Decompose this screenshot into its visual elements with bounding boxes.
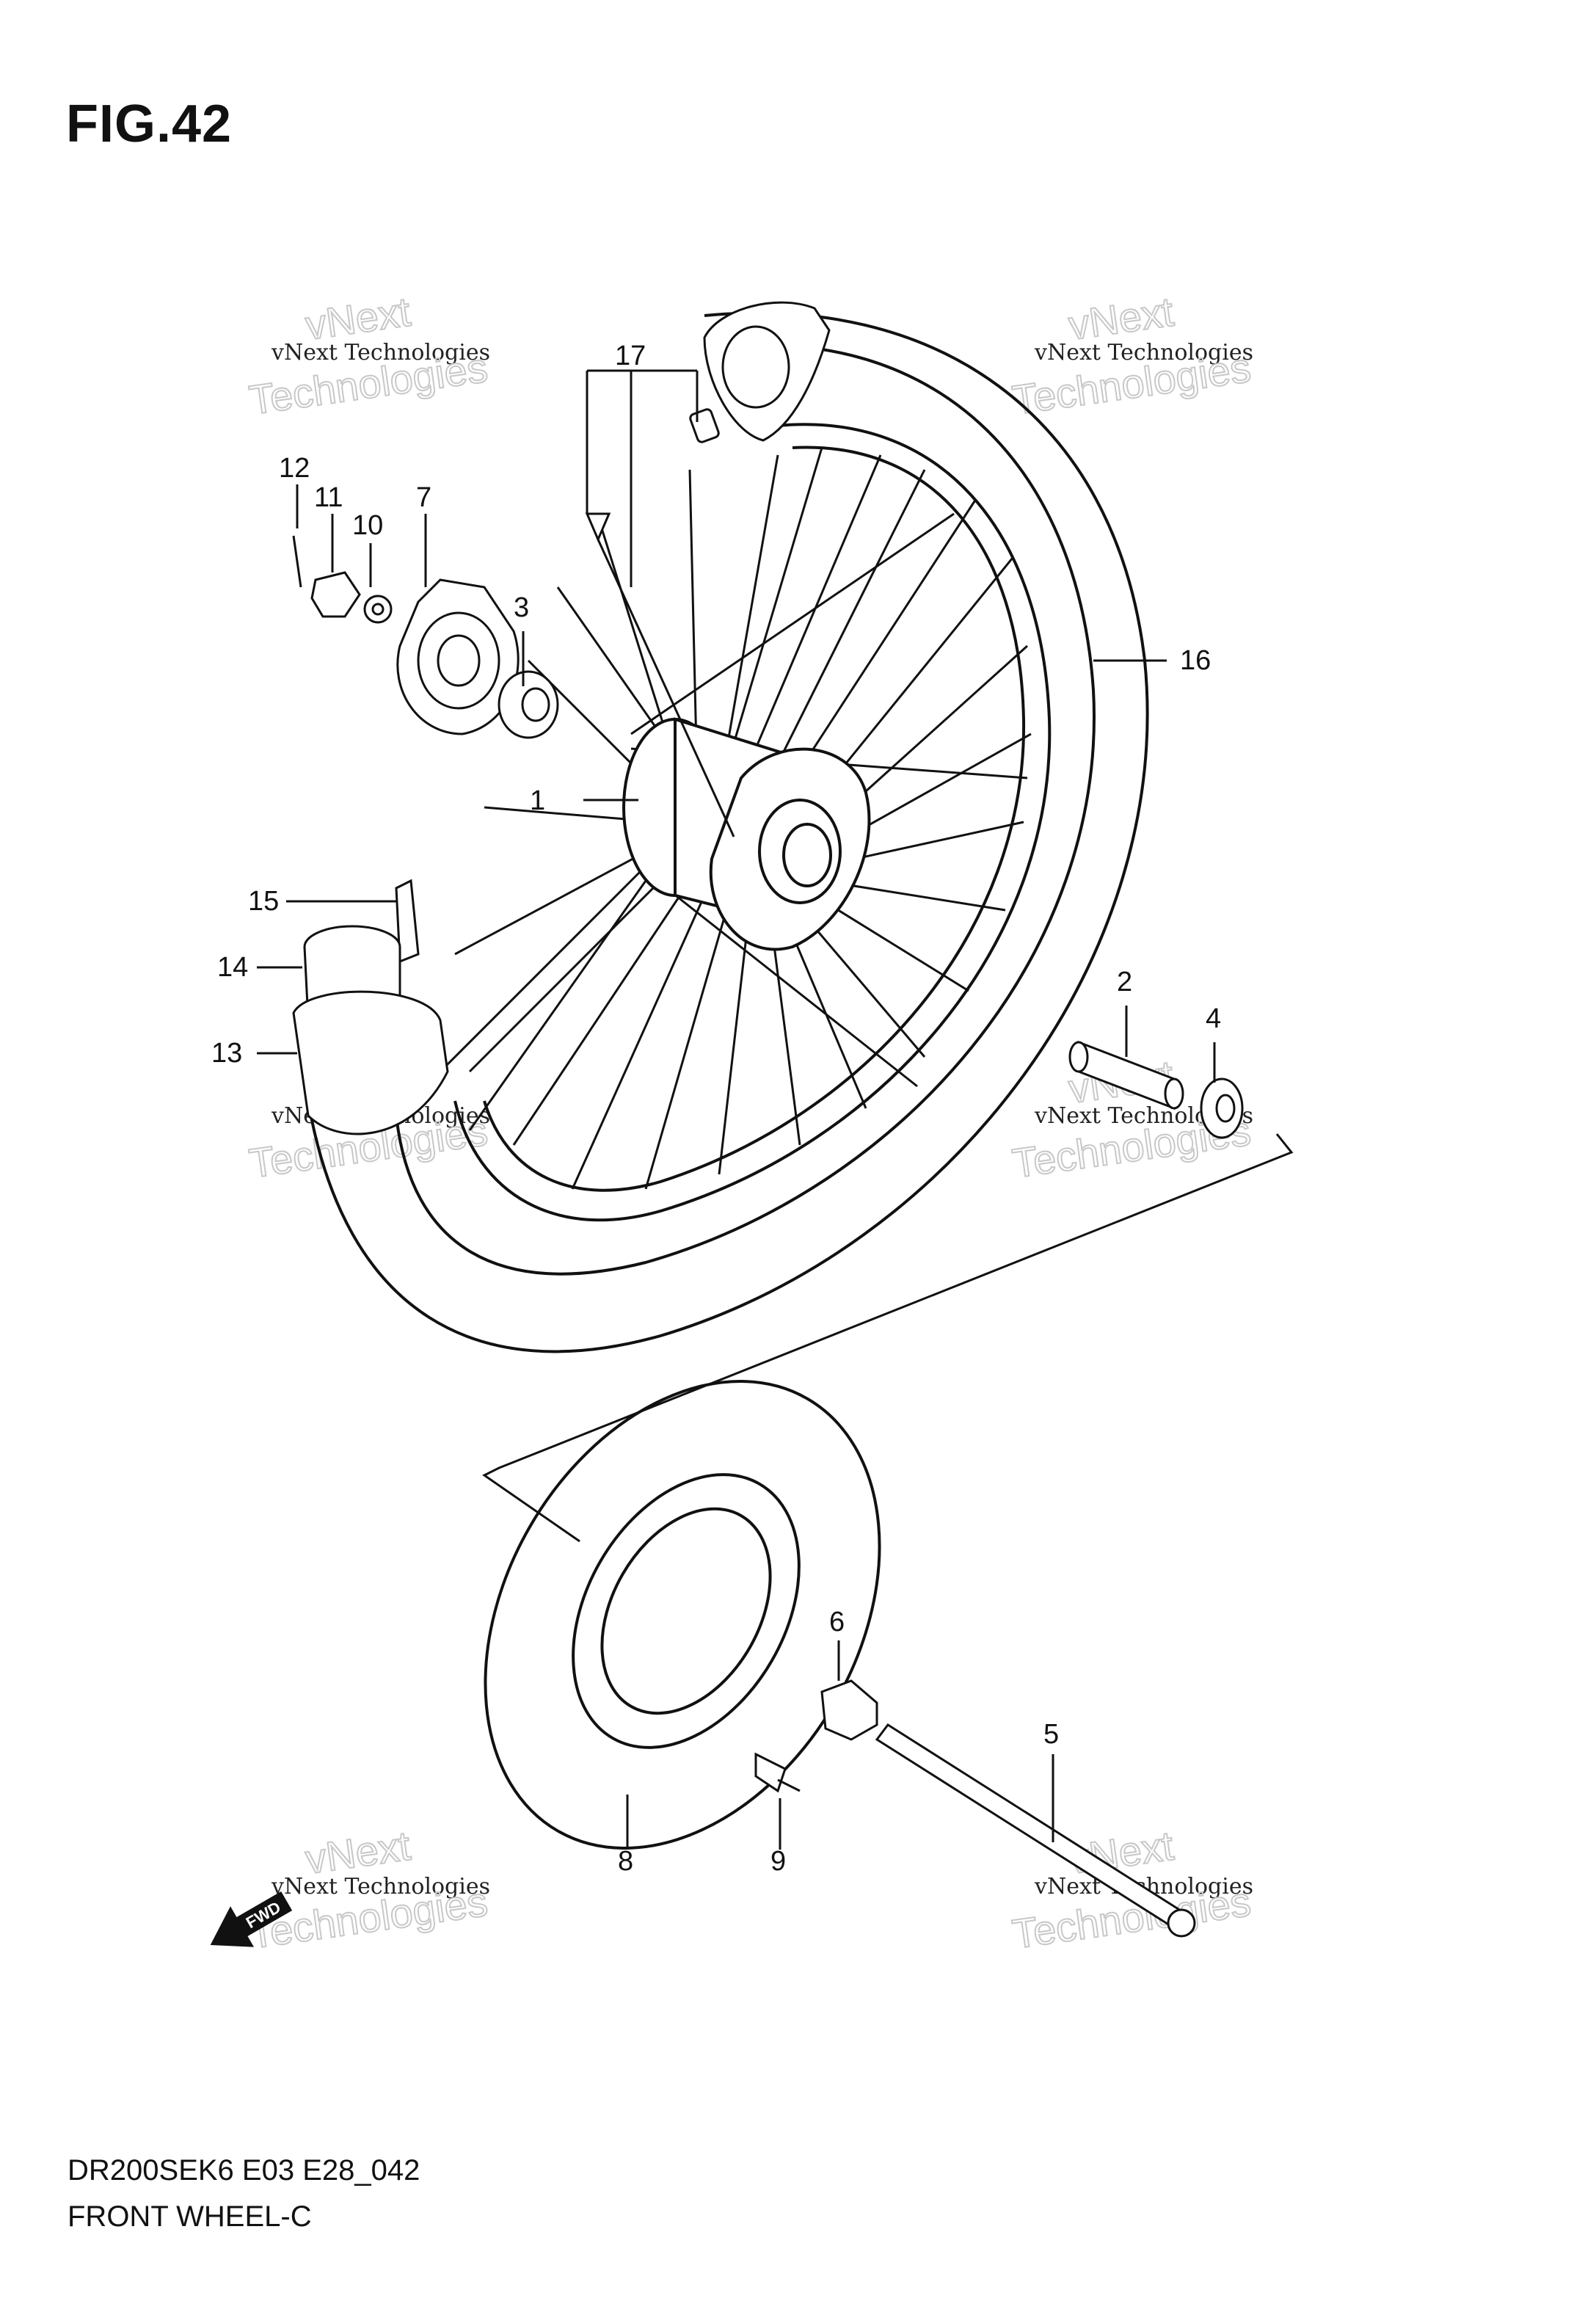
fork-parts	[292, 879, 449, 1135]
collar-6	[820, 1679, 878, 1741]
disc-outer	[484, 1380, 881, 1850]
nut-11	[310, 571, 361, 618]
callout-10: 10	[352, 510, 383, 541]
callout-8: 8	[618, 1846, 633, 1877]
tire-outline	[307, 311, 1149, 1353]
axle-spacer-group	[1068, 1040, 1244, 1139]
figure-title: FIG.42	[66, 95, 233, 153]
clamp-13	[292, 990, 449, 1135]
speedometer-parts	[292, 535, 559, 739]
figure-name: FRONT WHEEL-C	[68, 2200, 312, 2233]
tire-inner-edge	[395, 343, 1096, 1276]
callout-11: 11	[314, 482, 343, 513]
disc-inner	[572, 1473, 801, 1749]
fork-tube-15	[395, 879, 420, 964]
wheel-assembly	[307, 311, 1149, 1353]
hub-bore-inner	[782, 823, 832, 887]
callouts: 1 2 3 4 5 6 7 8 9 10 11 12 13 14 15 16 1…	[211, 341, 1221, 1877]
callout-1: 1	[530, 785, 545, 816]
hub	[622, 717, 871, 951]
callout-6: 6	[829, 1607, 845, 1637]
svg-text:vNext Technologies: vNext Technologies	[271, 340, 490, 366]
explode-guide-lines	[482, 1133, 1294, 1543]
model-code: DR200SEK6 E03 E28_042	[68, 2154, 420, 2186]
callout-3: 3	[514, 592, 529, 623]
callout-12: 12	[279, 453, 310, 484]
rim-outer	[453, 423, 1052, 1222]
callout-17: 17	[615, 341, 646, 371]
rim-inner	[483, 446, 1026, 1192]
callout-15: 15	[248, 886, 279, 917]
cotter-pin-12	[292, 535, 302, 588]
watermark-top-right: vNext vNext Technologies Technologies	[1009, 288, 1254, 424]
valve-stem-group	[585, 408, 735, 837]
callout-14: 14	[217, 952, 248, 983]
axle-parts	[754, 1679, 1196, 1938]
callout-9: 9	[770, 1846, 786, 1877]
rim-lock	[703, 301, 831, 442]
svg-text:vNext Technologies: vNext Technologies	[271, 1874, 490, 1900]
brake-disc	[484, 1380, 881, 1850]
svg-text:vNext Technologies: vNext Technologies	[1034, 340, 1253, 366]
callout-4: 4	[1206, 1003, 1221, 1034]
watermark-bottom-left: vNext vNext Technologies Technologies	[246, 1822, 491, 1958]
callout-16: 16	[1180, 645, 1211, 676]
callout-5: 5	[1043, 1719, 1059, 1750]
watermark-top-left: vNext vNext Technologies Technologies	[246, 288, 491, 424]
leader-lines	[257, 369, 1216, 1850]
callout-7: 7	[416, 482, 431, 513]
bolt-9	[754, 1752, 787, 1793]
callout-13: 13	[211, 1038, 242, 1069]
callout-2: 2	[1117, 967, 1132, 997]
disc-bore	[600, 1507, 772, 1715]
